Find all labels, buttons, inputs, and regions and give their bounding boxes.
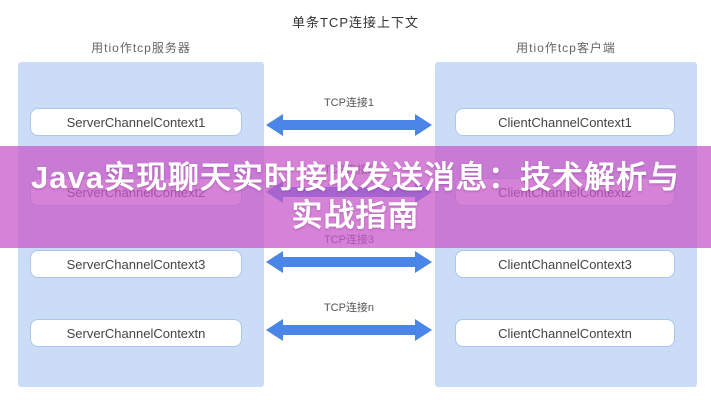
tcp-connection-label: TCP连接n (323, 302, 375, 314)
double-arrow-icon (266, 251, 432, 273)
server-panel-header: 用tio作tcp服务器 (91, 41, 191, 55)
server-channel-context-box: ServerChannelContext1 (30, 108, 242, 136)
diagram-title: 单条TCP连接上下文 (291, 15, 419, 30)
tcp-connection-row: TCP连接1 (266, 94, 432, 140)
article-title-banner: Java实现聊天实时接收发送消息：技术解析与 实战指南 (0, 146, 711, 248)
double-arrow-icon (266, 114, 432, 136)
server-channel-context-box: ServerChannelContextn (30, 319, 242, 347)
article-title-line-2: 实战指南 (291, 198, 420, 233)
client-panel-header: 用tio作tcp客户端 (516, 41, 616, 55)
client-channel-context-box: ClientChannelContext1 (455, 108, 675, 136)
server-channel-context-box: ServerChannelContext3 (30, 250, 242, 278)
article-title-line-1: Java实现聊天实时接收发送消息：技术解析与 (31, 160, 680, 195)
client-channel-context-box: ClientChannelContextn (455, 319, 675, 347)
client-channel-context-box: ClientChannelContext3 (455, 250, 675, 278)
double-arrow-icon (266, 319, 432, 341)
tcp-connection-label: TCP连接1 (323, 97, 375, 109)
tcp-connection-row: TCP连接n (266, 299, 432, 345)
